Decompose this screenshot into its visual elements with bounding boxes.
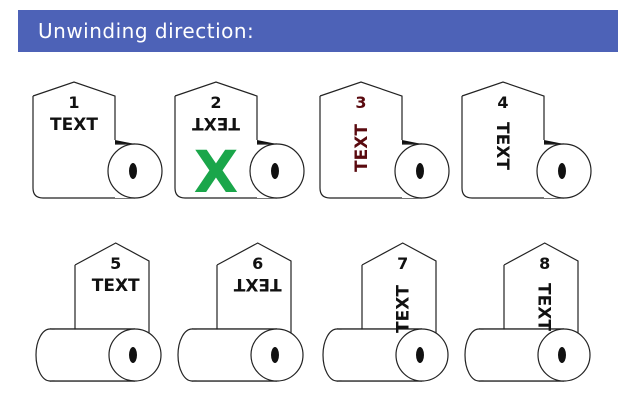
option-text: TEXT <box>233 274 281 294</box>
roll-core <box>129 163 137 179</box>
roll-core <box>416 347 424 363</box>
option-text: TEXT <box>92 276 140 296</box>
label-sheet <box>503 242 579 333</box>
label-sheet <box>319 81 422 199</box>
label-sheet <box>461 81 564 199</box>
roll-body-edges <box>192 328 277 382</box>
roll-body-edges <box>50 328 135 382</box>
label-sheet <box>74 242 150 333</box>
roll-core <box>416 163 424 179</box>
roll-body-edges <box>479 328 564 382</box>
header-banner: Unwinding direction: <box>18 10 618 52</box>
option-number: 6 <box>252 254 263 273</box>
option-number: 5 <box>110 254 121 273</box>
option-text: TEXT <box>352 124 372 172</box>
label-sheet <box>174 81 277 199</box>
option-number: 3 <box>355 93 366 112</box>
roll-core <box>558 347 566 363</box>
page-title: Unwinding direction: <box>38 19 255 43</box>
option-number: 8 <box>539 254 550 273</box>
roll-core <box>129 347 137 363</box>
option-text: TEXT <box>50 115 98 135</box>
option-text: TEXT <box>492 122 512 170</box>
wrong-mark-icon: X <box>194 138 239 206</box>
option-text: TEXT <box>534 283 554 331</box>
label-sheet <box>361 242 437 333</box>
option-text: TEXT <box>394 285 414 333</box>
option-number: 2 <box>210 93 221 112</box>
roll-body-edges <box>337 328 422 382</box>
option-text: TEXT <box>192 113 240 133</box>
label-sheet <box>32 81 135 199</box>
roll-core <box>271 347 279 363</box>
label-sheet <box>216 242 292 333</box>
option-number: 7 <box>397 254 408 273</box>
option-number: 4 <box>497 93 508 112</box>
option-number: 1 <box>68 93 79 112</box>
roll-core <box>558 163 566 179</box>
roll-core <box>271 163 279 179</box>
